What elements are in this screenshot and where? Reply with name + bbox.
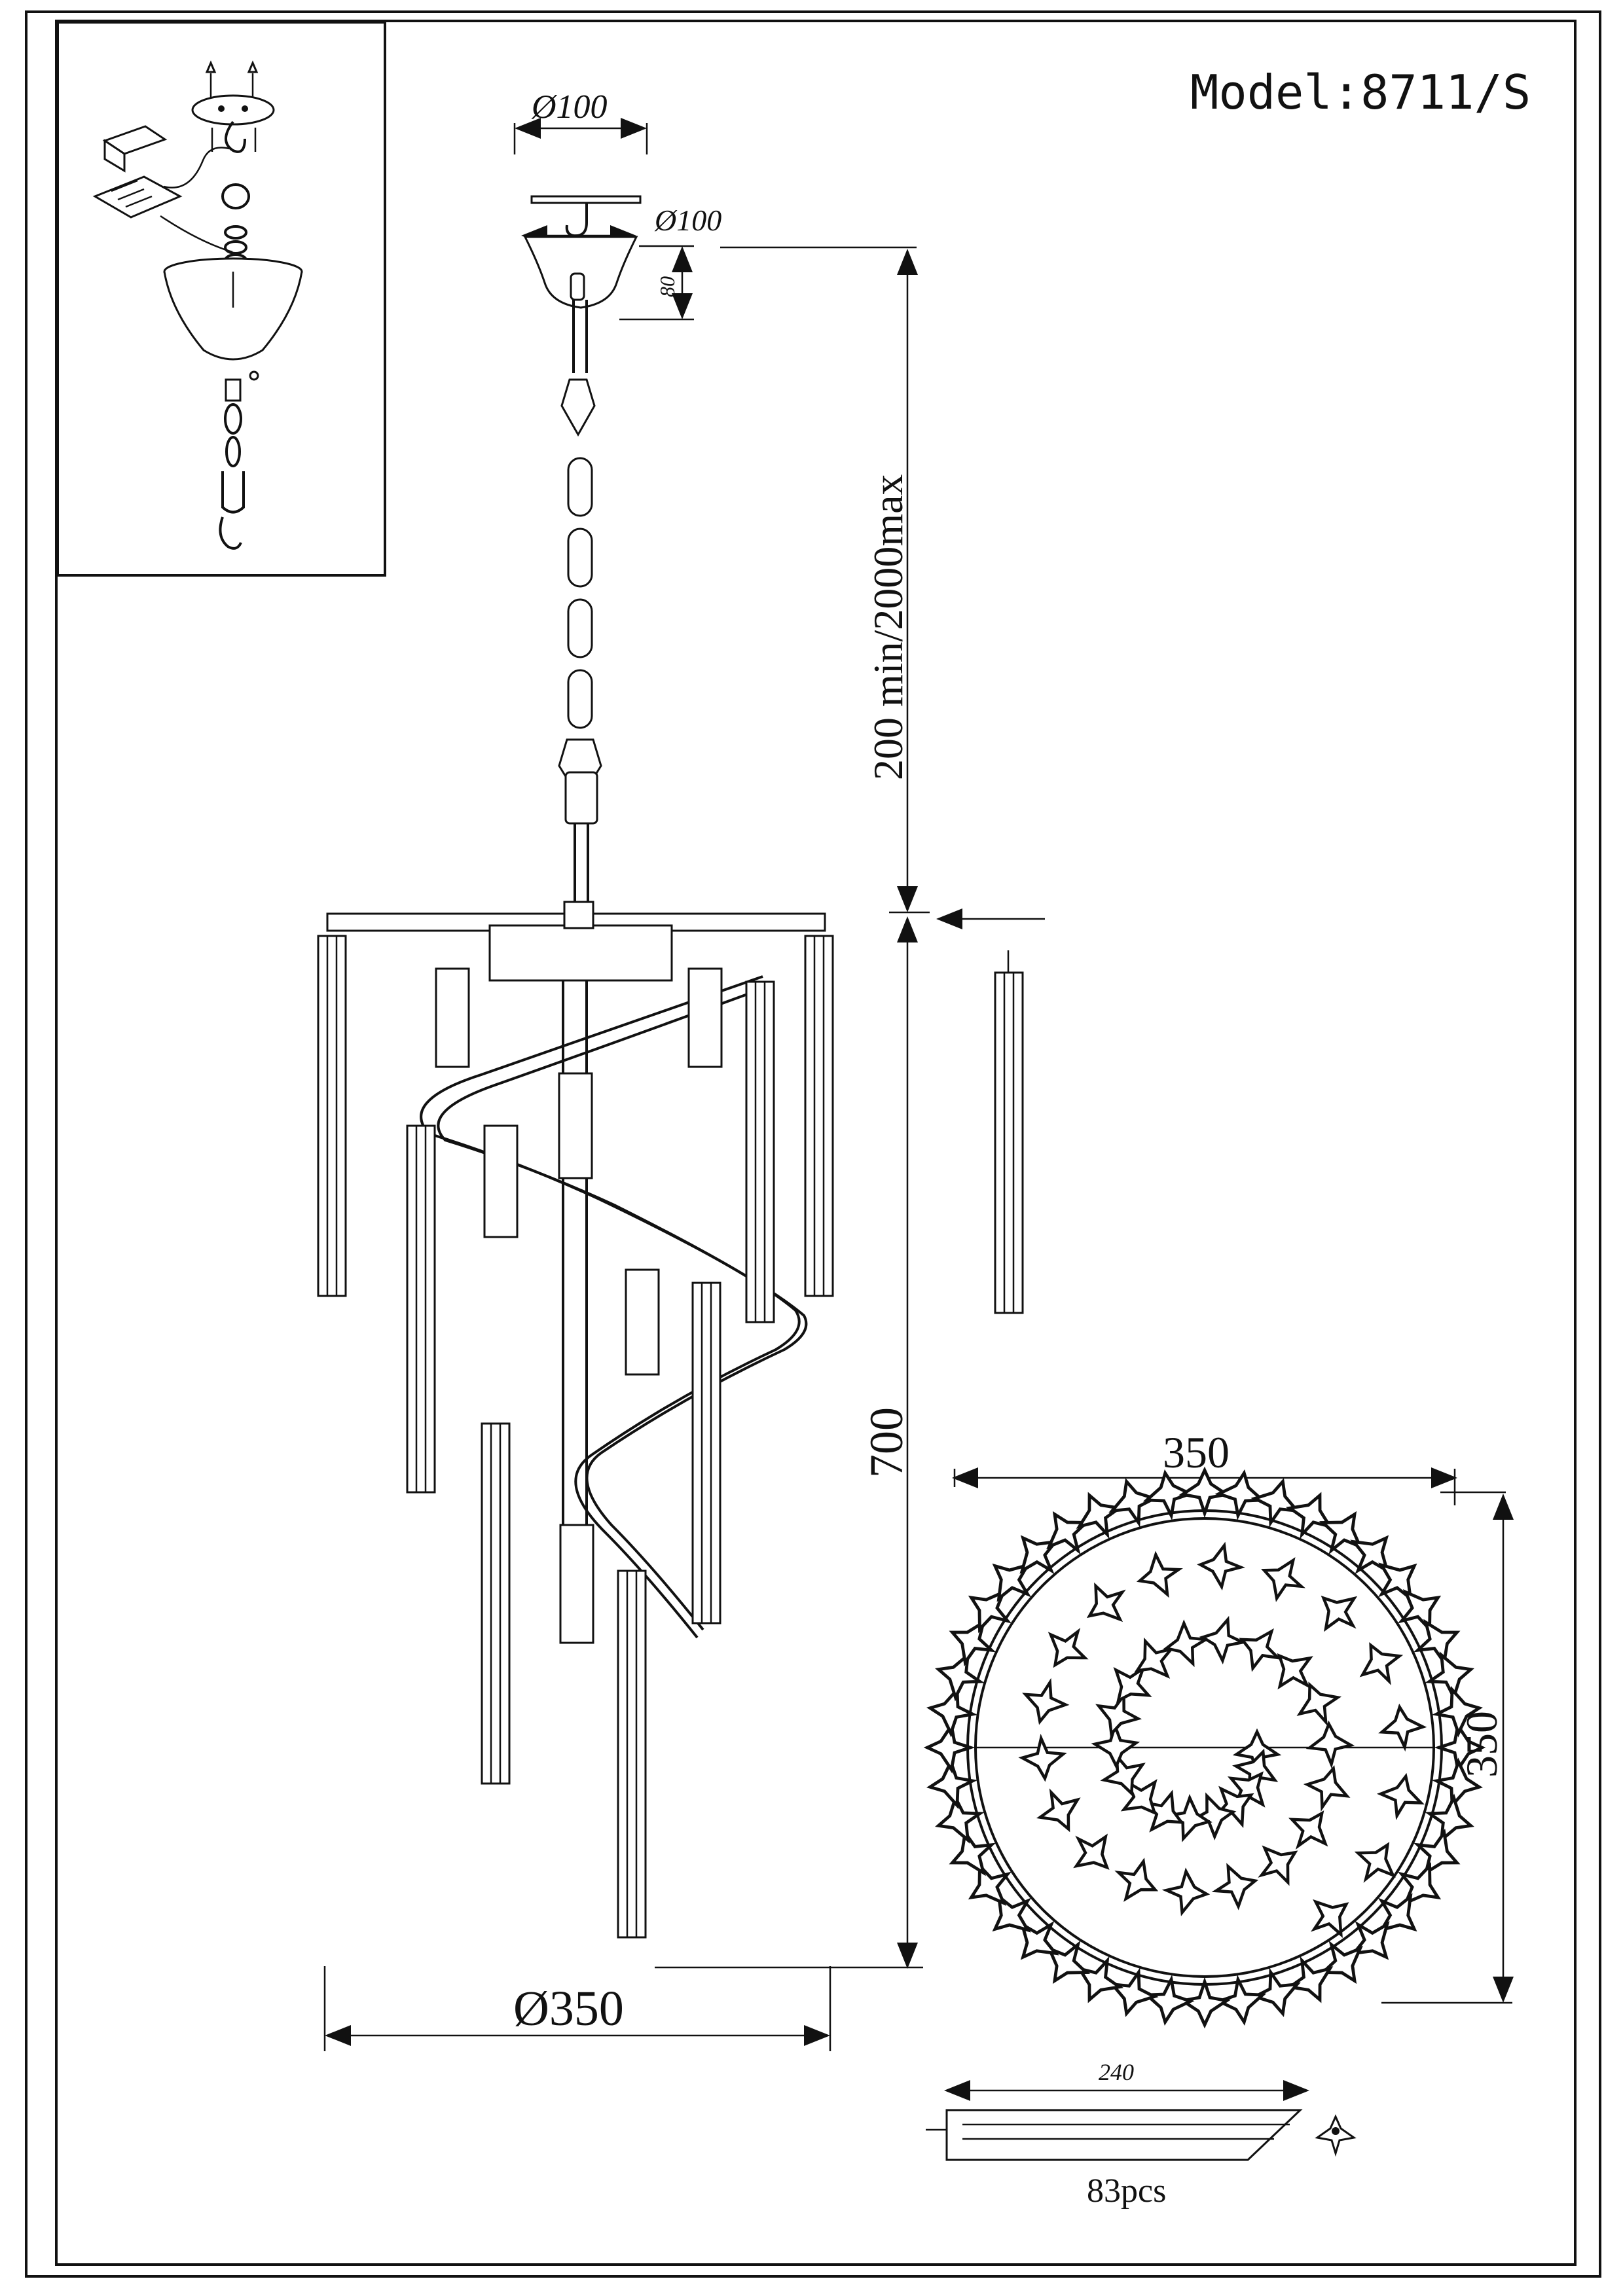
crystal-clip-icon: [1310, 1899, 1349, 1938]
crystal-clip-icon: [1350, 1920, 1390, 1960]
crystal-clip-icon: [1285, 1492, 1334, 1539]
crystal-clip-icon: [1285, 1956, 1334, 2003]
crystal-clip-icon: [935, 1651, 985, 1702]
crystal-length-label: 240: [1099, 2059, 1134, 2085]
crystal-clip-icon: [1425, 1793, 1474, 1844]
crystal-clip-icon: [1142, 1974, 1195, 2026]
inner-frame: [55, 20, 1577, 2266]
crystal-clip-icon: [1303, 1765, 1351, 1812]
body-height-label: 700: [860, 1407, 913, 1478]
crystal-clip-icon: [1076, 1492, 1124, 1539]
tri-clip-icon: [1315, 2114, 1357, 2157]
crystal-clip-icon: [1296, 1681, 1342, 1727]
crystal-clip-icon: [1319, 1511, 1363, 1555]
crystal-clip-icon: [1397, 1861, 1442, 1906]
crystal-clip-icon: [926, 1757, 978, 1810]
crystal-clip-icon: [1250, 1478, 1301, 1528]
crystal-clip-icon: [1214, 1974, 1267, 2026]
crystal-clip-icon: [1019, 1920, 1059, 1960]
crystal-clip-icon: [949, 1828, 996, 1876]
body-diameter-label: Ø350: [513, 1981, 624, 2036]
crystal-clip-icon: [1214, 1469, 1267, 1521]
crystal-clip-icon: [1239, 1628, 1283, 1672]
crystal-clip-icon: [1376, 1772, 1425, 1821]
crystal-clip-icon: [1178, 1977, 1231, 2029]
crystal-clip-icon: [1377, 1893, 1417, 1933]
crystal-clip-icon: [1354, 1842, 1396, 1883]
mounting-kit-icon: [56, 21, 386, 577]
crystal-clip-icon: [1261, 1557, 1305, 1602]
outer-frame: [25, 10, 1601, 2278]
crystal-clip-icon: [949, 1619, 996, 1667]
crystal-clip-icon: [1431, 1685, 1483, 1738]
crystal-clip-icon: [1413, 1619, 1461, 1667]
canopy-height-label: 80: [655, 276, 679, 297]
crystal-clip-icon: [1305, 1720, 1355, 1769]
crystal-clip-icon: [1413, 1828, 1461, 1876]
crystal-count-label: 83pcs: [1087, 2172, 1166, 2210]
crystal-clip-icon: [1076, 1956, 1124, 2003]
crystal-drop-side: [994, 950, 1024, 1314]
crystal-clip-icon: [992, 1562, 1032, 1602]
canopy-base-label: Ø100: [654, 204, 721, 237]
crystal-clip-icon: [1114, 1857, 1159, 1902]
crystal-clip-icon: [926, 1685, 978, 1738]
crystal-clip-icon: [1250, 1967, 1301, 2017]
crystal-clip-icon: [1378, 1703, 1427, 1752]
crystal-clip-icon: [1036, 1788, 1081, 1833]
crystal-clip-icon: [992, 1893, 1032, 1933]
crystal-clip-icon: [935, 1793, 985, 1844]
crystal-clip-icon: [1018, 1733, 1067, 1782]
crystal-clip-icon: [1046, 1940, 1091, 1984]
crystal-clip-icon: [1397, 1589, 1442, 1634]
crystal-clip-icon: [1019, 1535, 1059, 1575]
crystal-clip-icon: [968, 1861, 1012, 1906]
crystal-clip-icon: [1377, 1562, 1417, 1602]
crystal-clip-icon: [1211, 1863, 1259, 1910]
crystal-clip-icon: [1425, 1651, 1474, 1702]
crystal-clip-icon: [923, 1721, 976, 1774]
crystal-clip-icon: [1108, 1478, 1159, 1528]
crystal-clip-icon: [1434, 1721, 1486, 1774]
top-width-label: 350: [1163, 1427, 1230, 1477]
crystal-clip-icon: [1258, 1845, 1298, 1886]
canopy-chain: [513, 118, 694, 913]
crystal-clip-icon: [1091, 1721, 1140, 1770]
crystal-clip-icon: [1288, 1810, 1328, 1850]
crystal-clip-icon: [1319, 1940, 1363, 1984]
crystal-clip-icon: [1359, 1641, 1404, 1685]
crystal-clip-icon: [1161, 1867, 1211, 1916]
crystal-clip-icon: [1197, 1541, 1246, 1591]
crystal-clip-icon: [1046, 1511, 1091, 1555]
crystal-clip-icon: [1178, 1466, 1231, 1518]
crystal-clip-icon: [1163, 1619, 1211, 1668]
crystal-clip-icon: [1142, 1469, 1195, 1521]
model-label: Model:8711/S: [1190, 65, 1531, 120]
chain-length-label: 200 min/2000max: [865, 474, 911, 780]
crystal-clip-icon: [1022, 1677, 1070, 1725]
crystal-clip-icon: [1086, 1582, 1126, 1623]
crystal-clip-icon: [1048, 1628, 1089, 1668]
crystal-clip-icon: [1073, 1833, 1110, 1870]
canopy-width-label: Ø100: [531, 88, 608, 126]
crystal-clip-icon: [1108, 1967, 1159, 2017]
crystal-clip-icon: [1199, 1615, 1248, 1665]
crystal-clip-icon: [1431, 1757, 1483, 1810]
crystal-clip-icon: [1321, 1595, 1358, 1632]
crystal-length-detail: [926, 2080, 1309, 2161]
crystal-clip-icon: [1350, 1535, 1390, 1575]
top-depth-label: 350: [1457, 1711, 1506, 1778]
crystal-clip-icon: [1136, 1551, 1183, 1598]
crystal-clip-icon: [1277, 1653, 1313, 1690]
crystal-clip-icon: [968, 1589, 1012, 1634]
lamp-body: [317, 901, 834, 1939]
top-view: [923, 1466, 1514, 2029]
